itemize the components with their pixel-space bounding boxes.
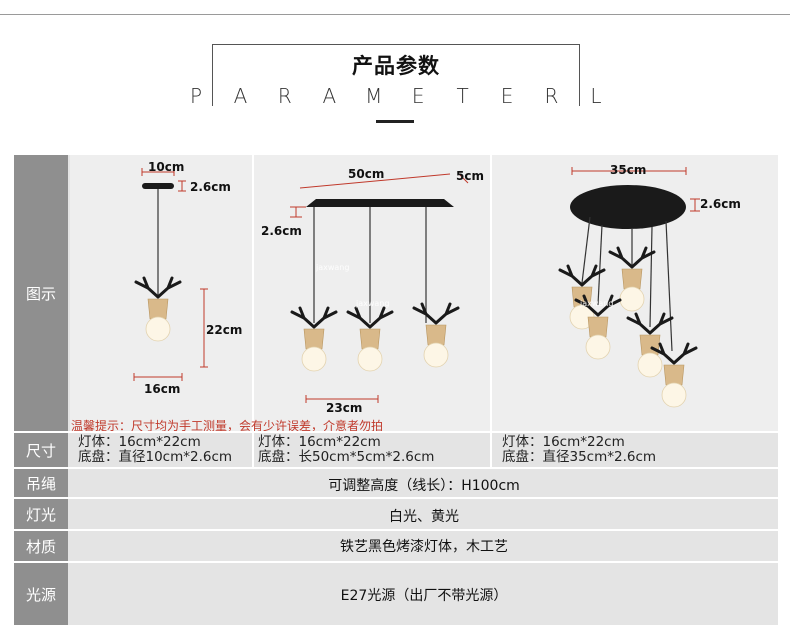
dim-round-plate-height: 2.6cm xyxy=(700,197,741,211)
linear-pendant-drawing xyxy=(290,172,469,403)
row-label-light: 灯光 xyxy=(14,499,68,529)
subtitle-letter: A xyxy=(322,84,337,108)
row-size: 尺寸 灯体：16cm*22cm 底盘：直径10cm*2.6cm 灯体：16cm*… xyxy=(14,433,778,467)
light-cell: 白光、黄光 xyxy=(70,499,778,529)
illustration-cell: 10cm 2.6cm 22cm 16cm 50cm 5cm 2.6cm 23cm… xyxy=(70,155,778,431)
size-round-plate: 底盘：直径35cm*2.6cm xyxy=(502,449,657,465)
row-divider xyxy=(14,529,778,531)
material-value: 铁艺黑色烤漆灯体，木工艺 xyxy=(340,539,508,555)
measurement-notice: 温馨提示：尺寸均为手工测量，会有少许误差，介意者勿拍 xyxy=(71,419,384,433)
dim-round-plate-diameter: 35cm xyxy=(610,163,647,177)
subtitle-letter: A xyxy=(233,84,248,108)
single-pendant-drawing xyxy=(133,168,208,381)
watermark: jaxwang xyxy=(580,299,614,308)
top-divider xyxy=(0,14,790,15)
row-cord: 吊绳 可调整高度（线长）：H100cm xyxy=(14,469,778,497)
page-title: 产品参数 xyxy=(352,54,440,78)
row-divider xyxy=(14,431,778,433)
row-label-illustration: 图示 xyxy=(14,155,68,431)
subtitle-letter: R xyxy=(544,84,559,108)
dim-single-plate-height: 2.6cm xyxy=(190,180,231,194)
col-divider-1 xyxy=(252,155,254,431)
row-label-material: 材质 xyxy=(14,531,68,561)
col-divider xyxy=(490,433,492,467)
title-underline xyxy=(376,120,414,123)
dim-single-plate-width: 10cm xyxy=(148,160,185,174)
lamp-illustrations xyxy=(133,155,700,431)
subtitle-letter: M xyxy=(365,84,383,108)
material-cell: 铁艺黑色烤漆灯体，木工艺 xyxy=(70,531,778,561)
row-source: 光源 E27光源（出厂不带光源） xyxy=(14,563,778,625)
dim-linear-plate-length: 50cm xyxy=(348,167,385,181)
size-single-body: 灯体：16cm*22cm xyxy=(78,434,201,450)
col-divider-2 xyxy=(490,155,492,431)
source-value: E27光源（出厂不带光源） xyxy=(340,588,508,604)
source-cell: E27光源（出厂不带光源） xyxy=(70,563,778,625)
dim-single-body-height: 22cm xyxy=(206,323,243,337)
dim-single-body-width: 16cm xyxy=(144,382,181,396)
parameter-table: 图示 xyxy=(14,155,778,625)
dim-linear-plate-height: 2.6cm xyxy=(261,224,302,238)
subtitle-letter: R xyxy=(277,84,292,108)
subtitle-letter: E xyxy=(411,84,425,108)
row-light: 灯光 白光、黄光 xyxy=(14,499,778,529)
row-illustration: 图示 xyxy=(14,155,778,431)
watermark: jaxwang xyxy=(316,263,350,272)
subtitle-letter: T xyxy=(456,84,469,108)
row-label-cord: 吊绳 xyxy=(14,469,68,497)
round-pendant-drawing xyxy=(560,167,700,407)
subtitle-letter: P xyxy=(189,84,203,108)
col-divider xyxy=(252,433,254,467)
size-linear-plate: 底盘：长50cm*5cm*2.6cm xyxy=(258,449,435,465)
subtitle-letter: E xyxy=(500,84,514,108)
cord-value: 可调整高度（线长）：H100cm xyxy=(328,478,520,494)
row-divider xyxy=(14,467,778,469)
size-linear-body: 灯体：16cm*22cm xyxy=(258,434,381,450)
cord-cell: 可调整高度（线长）：H100cm xyxy=(70,469,778,497)
dim-linear-body-width: 23cm xyxy=(326,401,363,415)
watermark: jaxwang xyxy=(356,299,390,308)
row-divider xyxy=(14,497,778,499)
row-label-source: 光源 xyxy=(14,563,68,625)
title-frame xyxy=(212,44,580,106)
subtitle-letter: L xyxy=(590,84,602,108)
light-value: 白光、黄光 xyxy=(389,509,459,525)
row-material: 材质 铁艺黑色烤漆灯体，木工艺 xyxy=(14,531,778,561)
dim-linear-plate-depth: 5cm xyxy=(456,169,484,183)
row-label-size: 尺寸 xyxy=(14,433,68,467)
size-single-plate: 底盘：直径10cm*2.6cm xyxy=(78,449,233,465)
size-cell: 灯体：16cm*22cm 底盘：直径10cm*2.6cm 灯体：16cm*22c… xyxy=(70,433,778,467)
size-round-body: 灯体：16cm*22cm xyxy=(502,434,625,450)
row-divider xyxy=(14,561,778,563)
